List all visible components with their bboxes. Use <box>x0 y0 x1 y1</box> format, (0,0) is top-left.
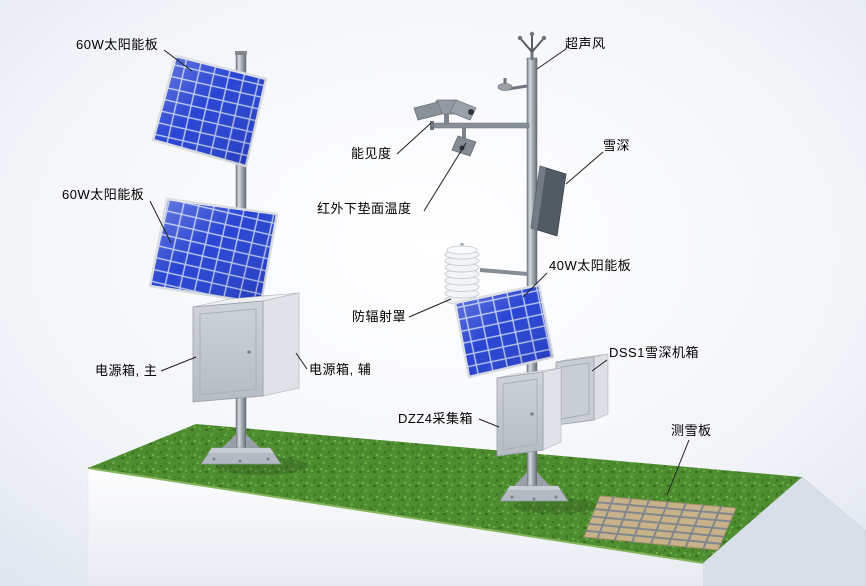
left-base-flange <box>200 434 282 465</box>
power-boxes <box>192 292 300 403</box>
label-snow-board: 测雪板 <box>671 423 712 438</box>
leader-solar-40w <box>522 272 548 298</box>
leader-power-main <box>160 356 197 372</box>
label-solar-60w-lower: 60W太阳能板 <box>62 187 145 202</box>
solar-panel-40w <box>453 283 555 379</box>
label-snow-depth: 雪深 <box>603 138 631 153</box>
visibility-sensor <box>413 99 477 124</box>
leader-lines <box>149 48 690 496</box>
platform-right-face <box>702 476 866 586</box>
label-dzz4-box: DZZ4采集箱 <box>398 411 474 426</box>
leader-snow-depth <box>565 151 604 185</box>
label-solar-40w: 40W太阳能板 <box>549 258 632 273</box>
power-box-main-face <box>192 300 264 403</box>
leader-ultrasonic-wind <box>536 48 567 70</box>
snow-board <box>583 495 737 551</box>
label-visibility: 能见度 <box>351 146 392 161</box>
leader-infrared <box>423 142 467 212</box>
solar-panel-60w-lower <box>148 197 279 305</box>
solar-panel-60w-upper <box>151 54 268 168</box>
snow-board-grid <box>585 496 735 550</box>
radiation-shield <box>444 243 529 305</box>
power-box-aux-face <box>262 292 300 397</box>
leader-solar-60w-lower <box>149 200 172 244</box>
cross-arm-endcap <box>430 121 434 130</box>
label-infrared-surface-temp: 红外下垫面温度 <box>317 201 412 216</box>
leader-dzz4 <box>478 418 500 428</box>
leader-solar-60w-upper <box>163 49 193 72</box>
label-power-box-aux: 电源箱, 辅 <box>309 362 372 377</box>
ultrasonic-wind-sensor <box>517 31 547 60</box>
power-box-handle <box>247 350 251 354</box>
right-station <box>413 31 609 502</box>
right-base-flange <box>499 472 569 502</box>
gps-antenna <box>497 78 528 91</box>
label-power-box-main: 电源箱, 主 <box>95 363 158 378</box>
left-pole-cap <box>235 51 247 55</box>
grass-front-edge <box>87 467 704 564</box>
left-station <box>148 51 300 465</box>
leader-power-aux <box>295 352 308 370</box>
leader-snow-board <box>666 439 690 496</box>
leader-dss1 <box>591 359 608 372</box>
leader-radiation-shield <box>408 298 452 318</box>
label-ultrasonic-wind: 超声风 <box>565 36 606 51</box>
power-box-door-seam <box>199 308 257 396</box>
snow-depth-sensor <box>530 165 567 237</box>
right-pole-shadow <box>514 498 598 514</box>
label-dss1-box: DSS1雪深机箱 <box>609 345 699 360</box>
label-solar-60w-upper: 60W太阳能板 <box>76 37 159 52</box>
leader-visibility <box>396 122 432 155</box>
label-radiation-shield: 防辐射罩 <box>352 309 407 324</box>
dzz4-box <box>496 367 562 457</box>
